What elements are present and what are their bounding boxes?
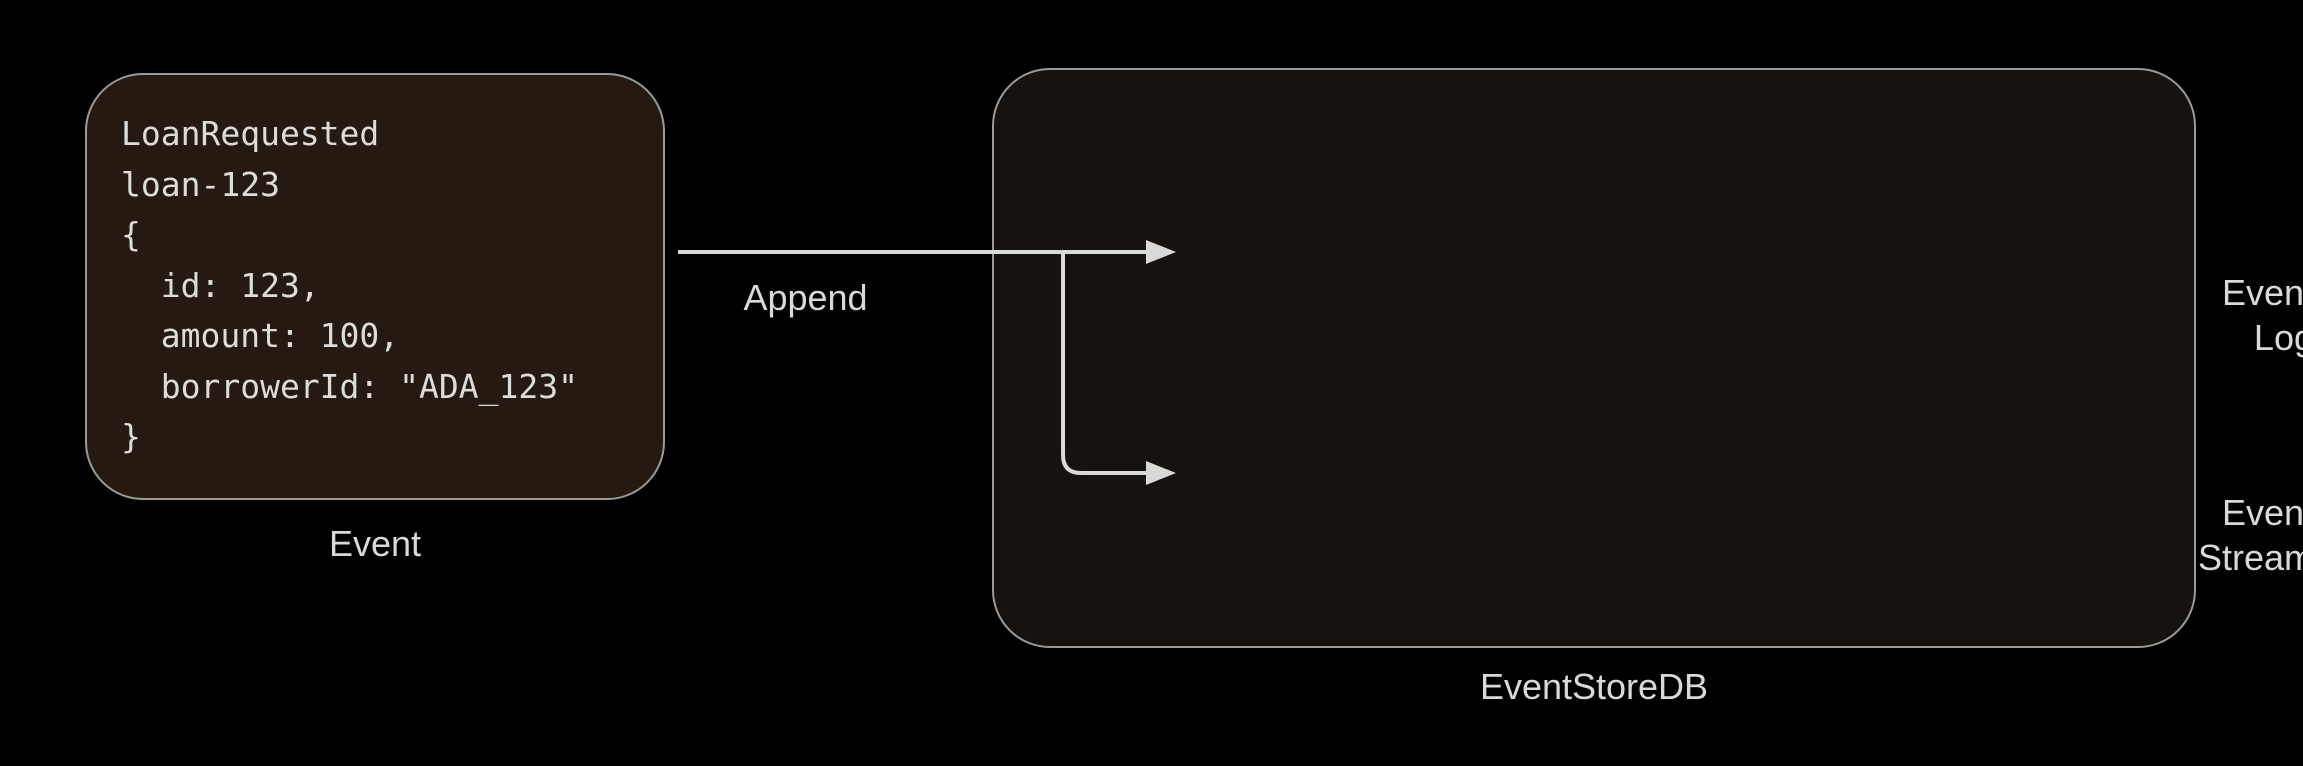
append-label: Append — [743, 277, 868, 318]
event-card-caption: Event — [328, 523, 422, 564]
event-log-label: Event Log — [2221, 272, 2303, 358]
event-payload-code: LoanRequested loan-123 { id: 123, amount… — [121, 114, 578, 456]
event-stream-label: Event Stream — [2197, 492, 2303, 578]
eventstoredb-container: 0 1 2 — [992, 68, 2303, 648]
event-card: LoanRequested loan-123 { id: 123, amount… — [85, 73, 665, 500]
eventstoredb-caption: EventStoreDB — [1479, 666, 1709, 707]
